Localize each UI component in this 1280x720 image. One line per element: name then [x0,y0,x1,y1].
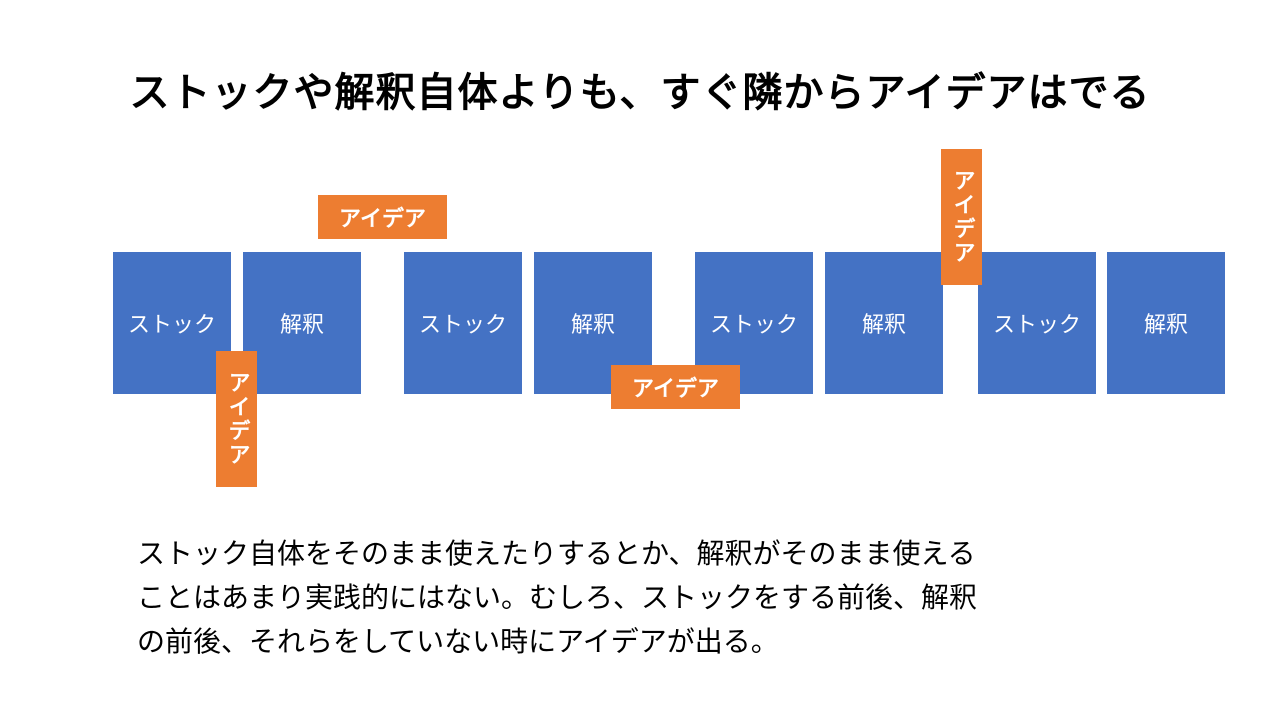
stock-box-2: ストック [404,252,522,394]
interpretation-box-3: 解釈 [825,252,943,394]
interpretation-box-2: 解釈 [534,252,652,394]
stock-box-4: ストック [978,252,1096,394]
explanation-line-3: の前後、それらをしていない時にアイデアが出る。 [137,625,779,658]
explanation-text: ストック自体をそのまま使えたりするとか、解釈がそのまま使える ことはあまり実践的… [137,532,1137,664]
stock-box-1: ストック [113,252,231,394]
idea-tag-2: アイデア [318,195,447,239]
interpretation-box-1: 解釈 [243,252,361,394]
explanation-line-2: ことはあまり実践的にはない。むしろ、ストックをする前後、解釈 [137,581,978,614]
idea-tag-3: アイデア [611,365,740,409]
slide-title: ストックや解釈自体よりも、すぐ隣からアイデアはでる [129,70,1151,116]
idea-tag-4: アイデア [941,149,982,285]
idea-tag-1: アイデア [216,351,257,487]
interpretation-box-4: 解釈 [1107,252,1225,394]
explanation-line-1: ストック自体をそのまま使えたりするとか、解釈がそのまま使える [137,537,976,570]
